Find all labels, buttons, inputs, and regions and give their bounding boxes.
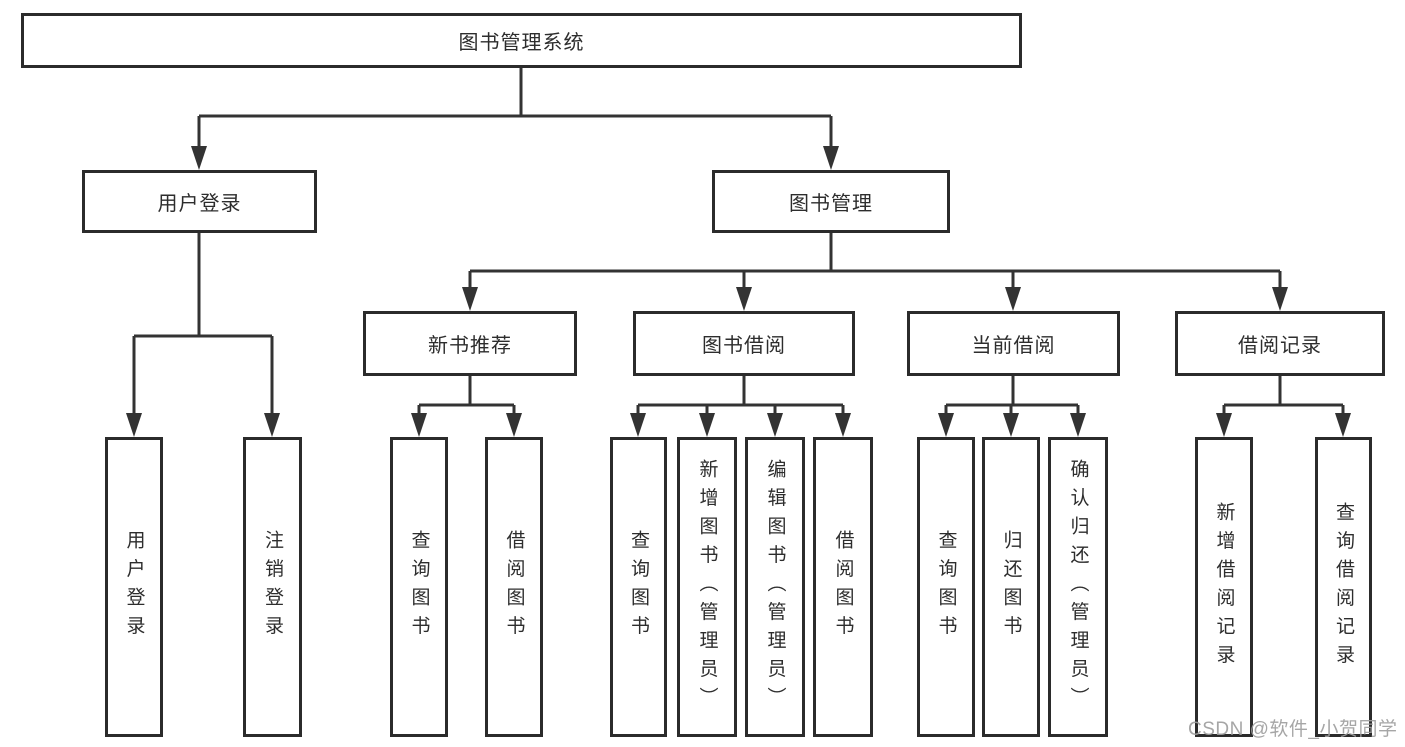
leaf-query-books-recommend: 查询图书 <box>390 437 448 737</box>
leaf-query-borrow-record: 查询借阅记录 <box>1315 437 1372 737</box>
node-label: 图书管理系统 <box>458 32 585 54</box>
node-borrow-records: 借阅记录 <box>1175 311 1385 376</box>
leaf-label: 新增图书（管理员） <box>696 458 718 716</box>
leaf-add-borrow-record: 新增借阅记录 <box>1195 437 1253 737</box>
node-book-borrow: 图书借阅 <box>633 311 855 376</box>
leaf-borrow-books-recommend: 借阅图书 <box>485 437 543 737</box>
leaf-add-books-admin: 新增图书（管理员） <box>677 437 737 737</box>
watermark: CSDN @软件_小贺同学 <box>1188 719 1398 740</box>
leaf-label: 归还图书 <box>1000 530 1022 644</box>
leaf-borrow-books: 借阅图书 <box>813 437 873 737</box>
leaf-label: 用户登录 <box>123 530 145 644</box>
leaf-user-login: 用户登录 <box>105 437 163 737</box>
node-user-login: 用户登录 <box>82 170 317 233</box>
leaf-edit-books-admin: 编辑图书（管理员） <box>745 437 805 737</box>
leaf-label: 注销登录 <box>262 530 283 644</box>
leaf-label: 确认归还（管理员） <box>1067 458 1089 716</box>
leaf-label: 查询借阅记录 <box>1333 501 1354 673</box>
leaf-label: 查询图书 <box>408 530 430 644</box>
node-label: 新书推荐 <box>428 335 512 357</box>
node-label: 用户登录 <box>157 193 242 215</box>
leaf-label: 借阅图书 <box>503 530 525 644</box>
node-library-management-system: 图书管理系统 <box>21 13 1022 68</box>
leaf-label: 借阅图书 <box>832 530 854 644</box>
leaf-label: 查询图书 <box>628 530 649 644</box>
leaf-query-books-current: 查询图书 <box>917 437 975 737</box>
node-current-borrow: 当前借阅 <box>907 311 1120 376</box>
node-label: 图书管理 <box>789 193 873 215</box>
node-book-management: 图书管理 <box>712 170 950 233</box>
leaf-query-books-borrow: 查询图书 <box>610 437 667 737</box>
node-label: 图书借阅 <box>702 335 786 357</box>
leaf-label: 查询图书 <box>935 530 957 644</box>
node-label: 借阅记录 <box>1238 335 1322 357</box>
leaf-return-books: 归还图书 <box>982 437 1040 737</box>
leaf-label: 编辑图书（管理员） <box>764 458 786 716</box>
leaf-confirm-return-admin: 确认归还（管理员） <box>1048 437 1108 737</box>
leaf-label: 新增借阅记录 <box>1213 501 1235 673</box>
node-new-book-recommend: 新书推荐 <box>363 311 577 376</box>
node-label: 当前借阅 <box>971 335 1056 357</box>
leaf-logout: 注销登录 <box>243 437 302 737</box>
